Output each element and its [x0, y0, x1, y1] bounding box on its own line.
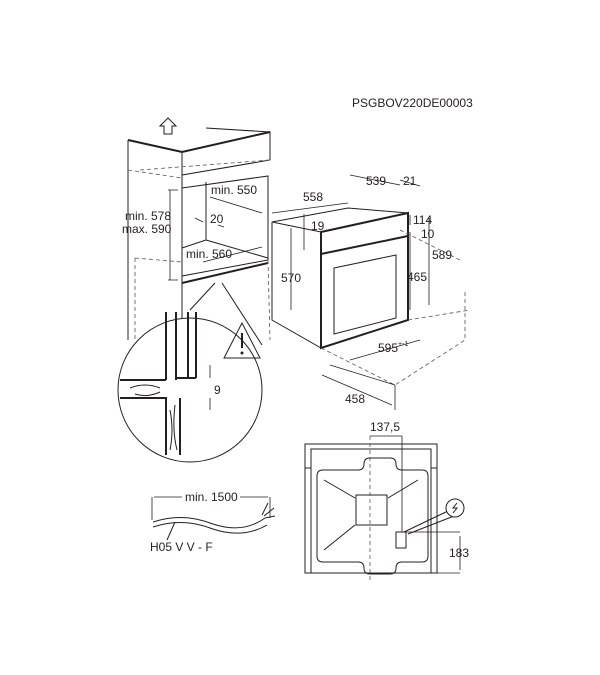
warning-icon [223, 321, 261, 359]
cabinet-height-min: min. 578 [125, 209, 171, 223]
cabinet-min-depth: min. 560 [186, 247, 232, 261]
cabinet-height-max: max. 590 [122, 222, 172, 236]
oven-width: 595+-1 [378, 341, 408, 355]
oven-panel-gap: 10 [421, 227, 435, 241]
oven-front-depth: 21 [403, 174, 417, 188]
oven-back-view [304, 435, 465, 580]
cabinet-min-width: min. 550 [211, 183, 257, 197]
detail-magnifier [117, 282, 263, 463]
detail-gap: 9 [214, 383, 221, 397]
drawing-code: PSGBOV220DE00003 [352, 96, 473, 110]
oven-panel-height: 114 [413, 213, 432, 227]
oven-depth-body: 539 [366, 174, 386, 188]
cabinet-gap: 20 [210, 212, 224, 226]
oven-door-height: 465 [407, 270, 427, 284]
oven-depth-total: 558 [303, 190, 323, 204]
back-socket-offset-x: 137,5 [370, 420, 400, 434]
back-socket-offset-y: 183 [449, 546, 469, 560]
oven-cutout-depth: 458 [345, 392, 365, 406]
oven-body-height: 570 [281, 271, 301, 285]
cable-type: H05 V V - F [150, 540, 213, 554]
cable-drawing [151, 496, 276, 541]
oven-total-height: 589 [432, 248, 452, 262]
cabinet-drawing [127, 117, 271, 341]
up-arrow-icon [158, 117, 178, 135]
oven-top-offset: 19 [311, 219, 325, 233]
cable-min-length: min. 1500 [185, 490, 238, 504]
oven-drawing [271, 174, 471, 410]
